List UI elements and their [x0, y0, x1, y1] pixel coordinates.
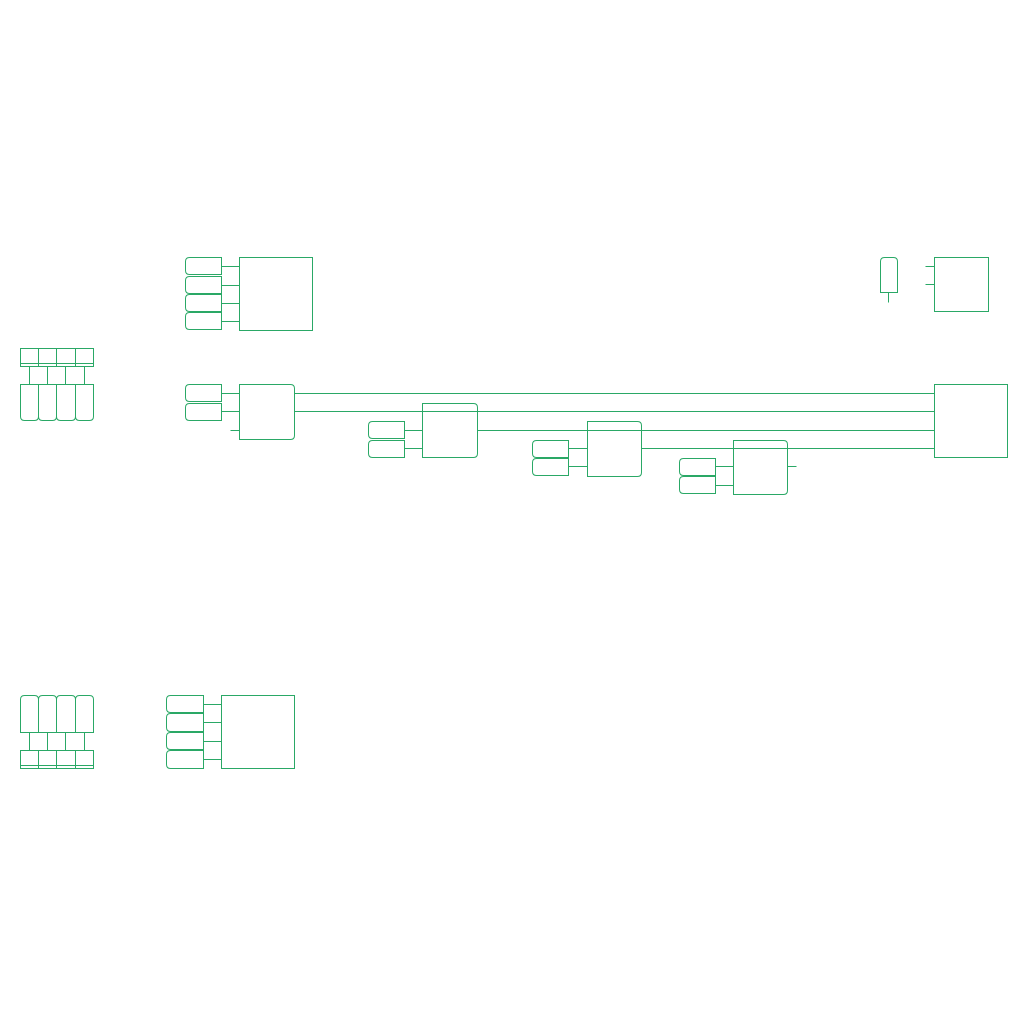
input-pill	[166, 750, 204, 769]
input-pill	[185, 312, 222, 330]
connector-pin	[75, 695, 94, 733]
block-output	[934, 384, 1008, 458]
connector-pin	[20, 695, 39, 733]
connector-pin	[20, 384, 39, 421]
connector-pin	[38, 695, 57, 733]
gate-4-body	[733, 440, 788, 495]
connector-pin	[56, 695, 76, 733]
connector-pin	[75, 384, 94, 421]
block-top-left	[185, 257, 313, 331]
input-pill	[166, 713, 204, 732]
block-bottom-body	[221, 695, 295, 769]
gate-1-body	[239, 384, 295, 440]
gate-4	[679, 440, 797, 495]
input-pill	[679, 458, 716, 476]
input-pill	[368, 421, 405, 439]
block-top-right-body	[934, 257, 989, 312]
input-pill	[166, 732, 204, 750]
gate-3-body	[587, 421, 642, 477]
gate-1	[185, 384, 295, 440]
block-top-left-body	[239, 257, 313, 331]
connector-left-upper	[20, 348, 94, 421]
block-top-right	[880, 257, 989, 312]
input-pill	[185, 257, 222, 275]
block-output-body	[934, 384, 1008, 458]
connector-pin	[56, 384, 76, 421]
input-pill	[679, 476, 716, 494]
gate-3	[532, 421, 642, 477]
connector-pin	[38, 384, 57, 421]
input-pill	[185, 276, 222, 294]
gate-2	[368, 403, 478, 458]
input-pill	[368, 440, 405, 458]
pin-pill	[880, 257, 898, 293]
input-pill	[185, 384, 222, 402]
input-pill	[532, 458, 569, 476]
input-pill	[185, 403, 222, 421]
input-pill	[532, 440, 569, 458]
input-pill	[185, 294, 222, 312]
block-bottom	[166, 695, 295, 769]
connector-left-lower	[20, 695, 94, 769]
input-pill	[166, 695, 204, 713]
bus-wires	[294, 393, 935, 449]
gate-2-body	[422, 403, 478, 458]
